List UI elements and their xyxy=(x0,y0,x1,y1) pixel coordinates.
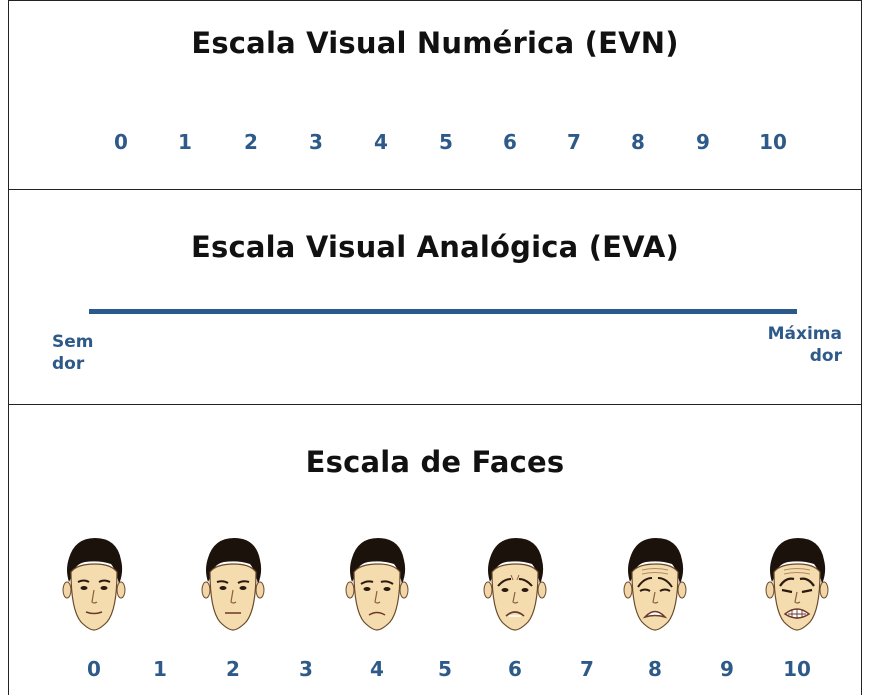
face-severe-pain-icon xyxy=(480,530,550,634)
section-divider-1 xyxy=(8,189,862,190)
eva-max-label: Máxima dor xyxy=(768,323,842,367)
face-mild-pain-icon xyxy=(198,530,268,634)
eva-title: Escala Visual Analógica (EVA) xyxy=(191,230,679,264)
face-worst-pain-icon xyxy=(762,530,832,634)
eva-min-label: Sem dor xyxy=(52,331,94,375)
evn-number: 4 xyxy=(374,130,388,154)
evn-number: 3 xyxy=(309,130,323,154)
faces-number: 5 xyxy=(438,657,452,681)
section-divider-2 xyxy=(8,404,862,405)
faces-number: 4 xyxy=(370,657,384,681)
eva-scale-line xyxy=(89,309,797,314)
eva-max-label-line1: Máxima xyxy=(767,324,842,344)
face-very-severe-pain-icon xyxy=(620,530,690,634)
evn-number: 2 xyxy=(244,130,258,154)
evn-number: 7 xyxy=(567,130,581,154)
face-moderate-pain-icon xyxy=(342,530,412,634)
faces-number: 9 xyxy=(720,657,734,681)
face-no-pain-icon xyxy=(59,530,129,634)
faces-number: 0 xyxy=(87,657,101,681)
faces-number: 1 xyxy=(153,657,167,681)
evn-number: 9 xyxy=(696,130,710,154)
faces-number: 10 xyxy=(783,657,811,681)
faces-number: 8 xyxy=(648,657,662,681)
evn-number: 5 xyxy=(439,130,453,154)
faces-number: 2 xyxy=(226,657,240,681)
faces-number: 7 xyxy=(580,657,594,681)
faces-number: 3 xyxy=(299,657,313,681)
eva-min-label-line2: dor xyxy=(52,354,85,374)
evn-number: 6 xyxy=(503,130,517,154)
evn-title: Escala Visual Numérica (EVN) xyxy=(191,26,679,60)
faces-number: 6 xyxy=(508,657,522,681)
evn-number: 0 xyxy=(114,130,128,154)
evn-number: 10 xyxy=(759,130,787,154)
faces-title: Escala de Faces xyxy=(305,445,565,479)
evn-number: 8 xyxy=(631,130,645,154)
eva-max-label-line2: dor xyxy=(809,346,842,366)
scales-frame xyxy=(8,0,862,695)
evn-number: 1 xyxy=(178,130,192,154)
eva-min-label-line1: Sem xyxy=(52,332,94,352)
